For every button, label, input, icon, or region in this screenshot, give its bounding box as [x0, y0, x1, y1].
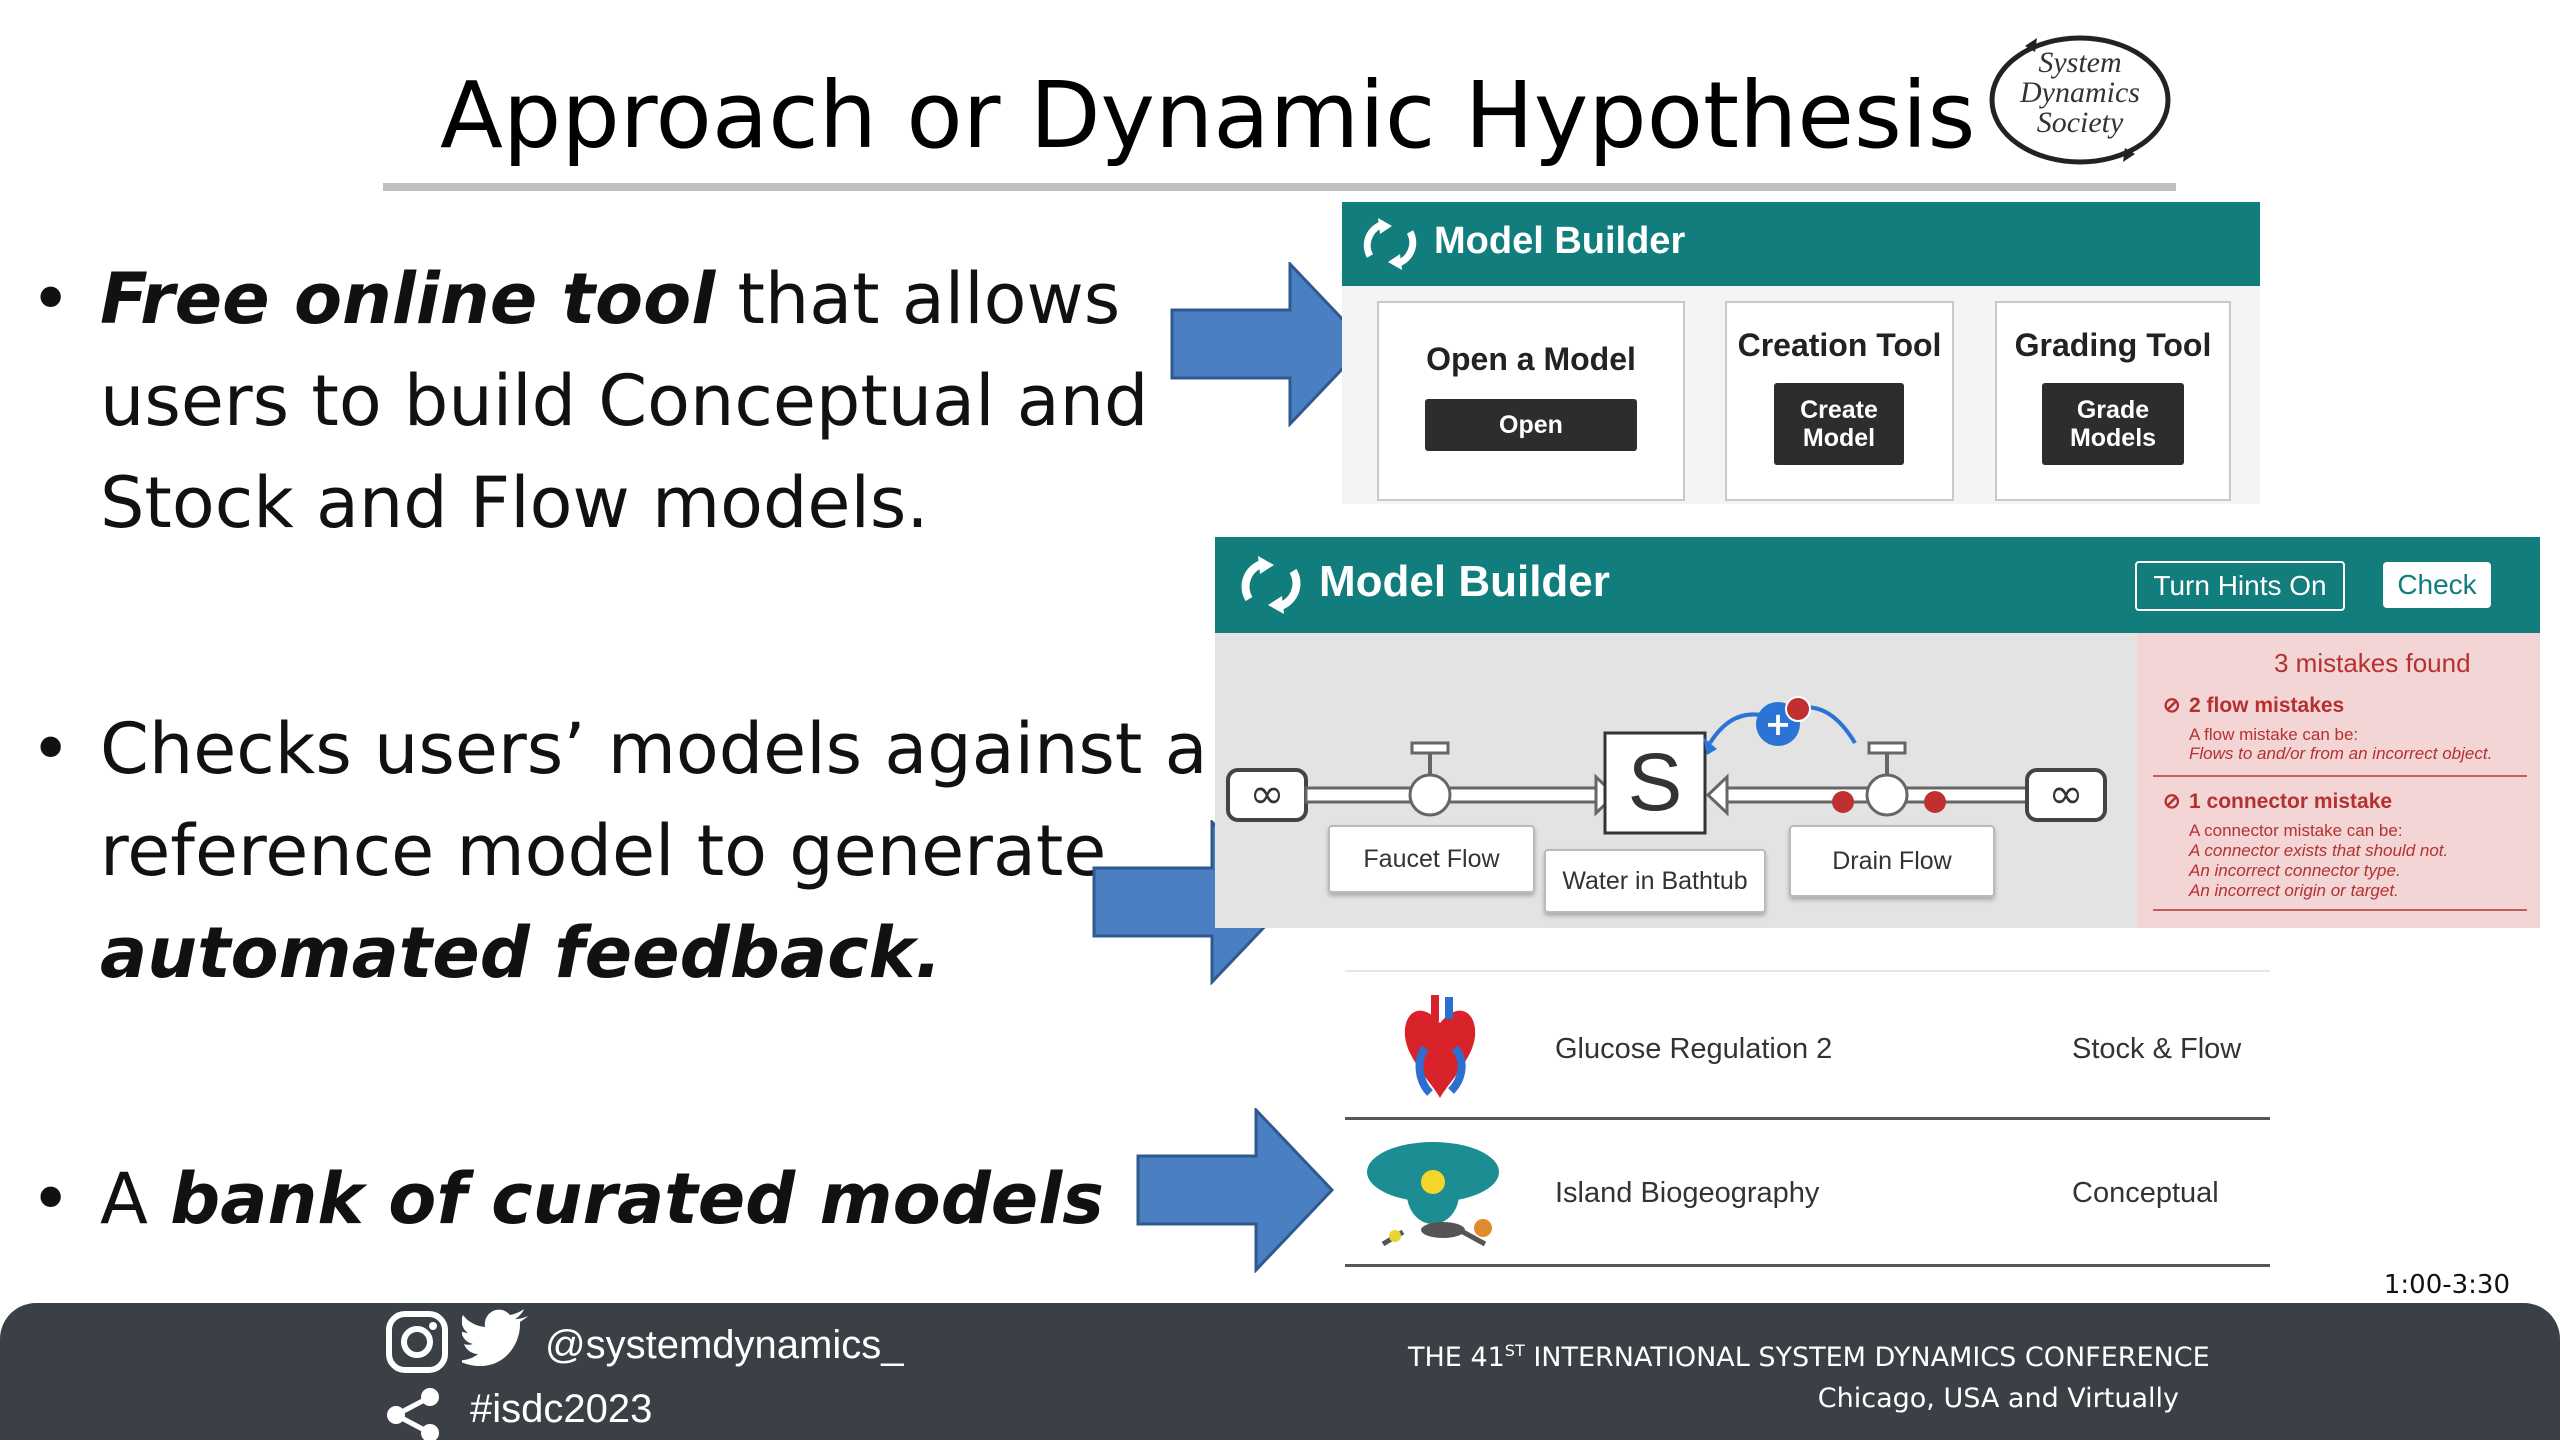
faucet-flow-label[interactable]: Faucet Flow	[1328, 825, 1535, 893]
error-marker-icon	[1832, 791, 1854, 813]
model-type: Stock & Flow	[2072, 1033, 2242, 1065]
time-note: 1:00-3:30	[2383, 1270, 2510, 1300]
bullet-dot: •	[30, 1158, 72, 1240]
social-handle[interactable]: @systemdynamics_	[545, 1323, 904, 1367]
share-icon[interactable]	[384, 1387, 444, 1443]
card-grading-tool: Grading Tool Grade Models	[1995, 301, 2231, 501]
card-creation-tool: Creation Tool Create Model	[1725, 301, 1954, 501]
no-entry-icon: ⊘	[2163, 694, 2181, 717]
feedback-divider	[2153, 775, 2527, 777]
app-title: Model Builder	[1434, 220, 1686, 262]
conference-name: THE 41ST INTERNATIONAL SYSTEM DYNAMICS C…	[1408, 1341, 2210, 1373]
stock-flow-diagram: ∞ ∞ +	[1226, 696, 2107, 835]
list-top-border	[1345, 970, 2270, 972]
connector-mistakes-heading: 1 connector mistake	[2189, 790, 2393, 813]
error-marker-icon	[1924, 791, 1946, 813]
conference-ordinal: THE 41	[1408, 1342, 1505, 1373]
logo-line-3: Society	[2036, 106, 2124, 139]
connector-mistakes-section: ⊘ 1 connector mistake A connector mistak…	[2163, 789, 2540, 919]
list-divider	[1345, 1117, 2270, 1120]
stock-box	[1603, 731, 1707, 835]
outflow-valve-icon	[1865, 773, 1909, 817]
conference-ordinal-suffix: ST	[1504, 1341, 1525, 1360]
hashtag[interactable]: #isdc2023	[470, 1387, 653, 1431]
logo-ring-icon	[1989, 35, 2171, 165]
turn-hints-on-button[interactable]: Turn Hints On	[2135, 561, 2345, 611]
connector-mistake-item: An incorrect origin or target.	[2189, 881, 2399, 900]
model-builder-logo-icon	[1363, 218, 1417, 270]
bullet-line: Stock and Flow models.	[100, 462, 929, 544]
grade-models-button[interactable]: Grade Models	[2042, 383, 2184, 465]
button-label: Model	[1802, 424, 1876, 452]
model-name: Island Biogeography	[1555, 1177, 1820, 1209]
water-in-bathtub-label[interactable]: Water in Bathtub	[1544, 849, 1766, 913]
model-type: Conceptual	[2072, 1177, 2219, 1209]
check-button[interactable]: Check	[2383, 562, 2491, 608]
model-builder-menu: Open a Model Open Creation Tool Create M…	[1342, 286, 2260, 504]
system-dynamics-society-logo: System Dynamics Society	[1985, 28, 2175, 168]
inflow-valve-icon	[1408, 773, 1452, 817]
connector-mistake-item: An incorrect connector type.	[2189, 861, 2401, 880]
model-builder-header: Model Builder	[1342, 202, 2260, 286]
flow-mistake-item: Flows to and/or from an incorrect object…	[2189, 744, 2493, 763]
bullet-text: that allows	[715, 258, 1121, 340]
model-builder-editor-header: Model Builder Turn Hints On Check	[1215, 537, 2540, 633]
model-builder-logo-icon	[1241, 556, 1301, 614]
bullet-line: Checks users’ models against a	[100, 708, 1208, 790]
model-name: Glucose Regulation 2	[1555, 1033, 1833, 1065]
bullet-line: Free online tool that allows	[100, 248, 1148, 350]
bird-icon	[1367, 1142, 1499, 1247]
bullet-line: reference model to generate	[100, 810, 1107, 892]
model-list-item[interactable]: Glucose Regulation 2 Stock & Flow	[1345, 975, 2270, 1117]
svg-text:∞: ∞	[2049, 769, 2084, 818]
button-label: Grade	[2076, 396, 2150, 424]
svg-text:∞: ∞	[1250, 769, 1285, 818]
conference-footer: @systemdynamics_ #isdc2023 THE 41ST INTE…	[0, 1303, 2560, 1443]
flow-mistakes-intro: A flow mistake can be:	[2189, 725, 2359, 744]
sink-cloud-icon	[2025, 768, 2107, 822]
title-divider	[383, 183, 2176, 191]
model-canvas[interactable]: ∞ ∞ + S Faucet Flow Water in Bathtub Dra…	[1215, 633, 2137, 928]
button-label: Create	[1800, 396, 1878, 424]
card-title: Grading Tool	[2014, 327, 2212, 363]
instagram-icon[interactable]	[385, 1310, 449, 1374]
bullet-text: A	[100, 1158, 171, 1240]
bullet-dot: •	[30, 708, 72, 790]
app-title: Model Builder	[1319, 557, 1610, 606]
no-entry-icon: ⊘	[2163, 790, 2181, 813]
drain-flow-label[interactable]: Drain Flow	[1789, 825, 1995, 897]
card-open-model: Open a Model Open	[1377, 301, 1685, 501]
card-title: Open a Model	[1426, 341, 1636, 377]
stock-symbol[interactable]: S	[1627, 737, 1683, 828]
bullet-emphasis: Free online tool	[100, 258, 716, 340]
create-model-button[interactable]: Create Model	[1774, 383, 1904, 465]
bullet-line: users to build Conceptual and	[100, 360, 1149, 442]
feedback-panel: 3 mistakes found ⊘ 2 flow mistakes A flo…	[2137, 633, 2540, 928]
heart-icon	[1404, 995, 1476, 1098]
flow-mistakes-section: ⊘ 2 flow mistakes A flow mistake can be:…	[2163, 693, 2540, 813]
arrow-right-icon	[1170, 262, 1369, 427]
slide-title: Approach or Dynamic Hypothesis	[440, 62, 1976, 169]
conference-title: INTERNATIONAL SYSTEM DYNAMICS CONFERENCE	[1524, 1342, 2210, 1373]
logo-line-1: System	[2038, 46, 2122, 79]
flow-mistakes-heading: 2 flow mistakes	[2189, 694, 2345, 717]
connector-mistake-item: A connector exists that should not.	[2189, 841, 2449, 860]
bullet-emphasis: bank of curated models	[170, 1158, 1104, 1240]
arrow-right-icon	[1136, 1108, 1335, 1273]
button-label: Models	[2069, 424, 2157, 452]
mistakes-summary: 3 mistakes found	[2274, 648, 2471, 678]
bullet-emphasis: automated feedback.	[100, 912, 942, 994]
logo-line-2: Dynamics	[2020, 76, 2140, 109]
twitter-icon[interactable]	[462, 1309, 530, 1367]
model-list-item[interactable]: Island Biogeography Conceptual	[1345, 1122, 2270, 1262]
conference-location: Chicago, USA and Virtually	[1817, 1383, 2179, 1414]
feedback-divider	[2153, 909, 2527, 911]
error-marker-icon	[1785, 696, 1811, 722]
bullet-dot: •	[30, 258, 72, 340]
outflow-arrowhead-icon	[1705, 773, 1729, 817]
list-divider	[1345, 1264, 2270, 1267]
card-title: Creation Tool	[1737, 327, 1942, 363]
open-button[interactable]: Open	[1425, 399, 1637, 451]
connector-mistakes-intro: A connector mistake can be:	[2189, 821, 2403, 840]
